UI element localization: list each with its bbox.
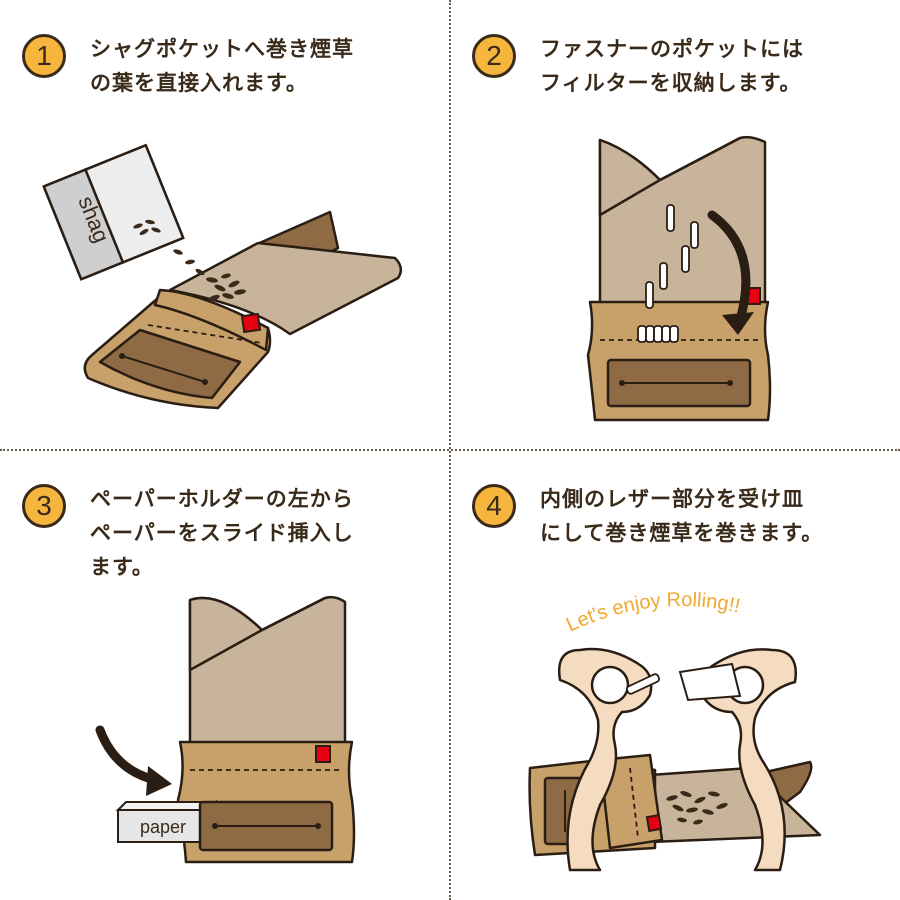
slogan-text: Let's enjoy Rolling!! bbox=[563, 589, 742, 637]
left-hand bbox=[557, 647, 653, 872]
cigarette bbox=[625, 673, 661, 695]
arrow-icon bbox=[707, 210, 751, 325]
step-1-illustration: shag bbox=[42, 143, 403, 410]
step-2-panel: 2 ファスナーのポケットには フィルターを収納します。 bbox=[450, 0, 900, 450]
step-3-illustration: paper bbox=[95, 595, 356, 864]
step-1-number-badge: 1 bbox=[22, 34, 66, 78]
rolling-paper bbox=[678, 662, 742, 702]
step-4-illustration: Let's enjoy Rolling!! bbox=[528, 589, 822, 872]
red-tag-icon bbox=[240, 312, 262, 334]
step-3-panel: 3 ペーパーホルダーの左から ペーパーをスライド挿入し ます。 paper bbox=[0, 450, 450, 900]
step-1-panel: 1 シャグポケットへ巻き煙草 の葉を直接入れます。 bbox=[0, 0, 450, 450]
step-2-caption: ファスナーのポケットには フィルターを収納します。 bbox=[540, 37, 804, 95]
red-tag-icon bbox=[315, 745, 331, 763]
paper-label: paper bbox=[140, 817, 186, 837]
step-3-caption: ペーパーホルダーの左から ペーパーをスライド挿入し ます。 bbox=[90, 487, 354, 579]
step-4-caption: 内側のレザー部分を受け皿 にして巻き煙草を巻きます。 bbox=[540, 487, 824, 545]
shag-pouch bbox=[42, 143, 185, 281]
arrow-icon bbox=[95, 725, 160, 785]
step-4-panel: 4 内側のレザー部分を受け皿 にして巻き煙草を巻きます。 Let's enjoy… bbox=[450, 450, 900, 900]
step-3-number-badge: 3 bbox=[22, 484, 66, 528]
step-2-number-badge: 2 bbox=[472, 34, 516, 78]
red-tag-icon bbox=[645, 813, 663, 833]
step-2-illustration bbox=[586, 135, 772, 422]
step-4-number-badge: 4 bbox=[472, 484, 516, 528]
right-hand bbox=[701, 648, 797, 872]
horizontal-divider bbox=[0, 449, 900, 451]
step-1-caption: シャグポケットへ巻き煙草 の葉を直接入れます。 bbox=[90, 37, 354, 95]
